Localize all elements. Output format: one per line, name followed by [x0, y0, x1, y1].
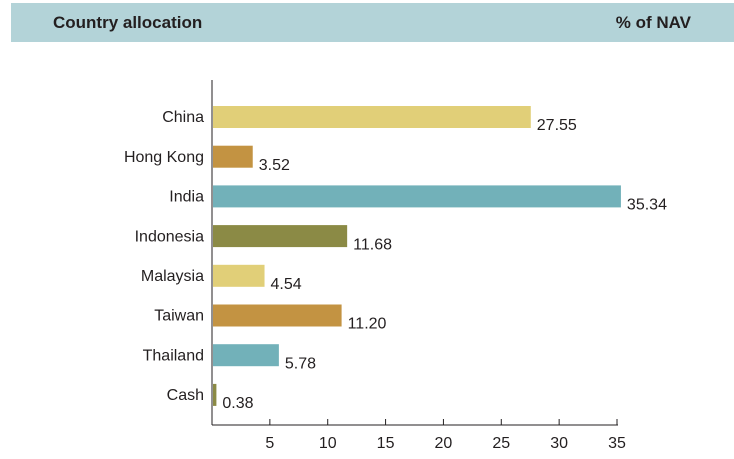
bar-indonesia: [213, 225, 348, 248]
value-label-thailand: 5.78: [285, 355, 316, 372]
value-label-indonesia: 11.68: [353, 236, 392, 253]
x-tick-label-5: 5: [265, 435, 274, 452]
bar-malaysia: [213, 264, 265, 287]
value-label-malaysia: 4.54: [271, 276, 302, 293]
category-label-taiwan: Taiwan: [154, 308, 204, 325]
bar-china: [213, 106, 531, 128]
x-tick-label-20: 20: [435, 435, 453, 452]
bar-taiwan: [213, 304, 342, 327]
value-label-china: 27.55: [537, 117, 577, 134]
x-tick-label-15: 15: [377, 435, 395, 452]
value-label-hong-kong: 3.52: [259, 157, 290, 174]
chart-title: Country allocation: [53, 13, 203, 32]
category-label-hong-kong: Hong Kong: [124, 149, 204, 166]
bar-hong-kong: [213, 145, 253, 168]
x-tick-label-30: 30: [550, 435, 568, 452]
category-label-thailand: Thailand: [143, 347, 204, 364]
value-label-cash: 0.38: [222, 395, 253, 412]
chart-header: Country allocation % of NAV: [11, 3, 734, 42]
x-tick-label-10: 10: [319, 435, 337, 452]
category-label-indonesia: Indonesia: [135, 228, 204, 245]
x-tick-label-25: 25: [492, 435, 510, 452]
category-label-cash: Cash: [167, 387, 204, 404]
value-label-india: 35.34: [627, 197, 667, 214]
x-tick-label-35: 35: [608, 435, 626, 452]
category-label-india: India: [169, 189, 204, 206]
category-label-malaysia: Malaysia: [141, 268, 204, 285]
bar-cash: [213, 383, 217, 406]
bar-thailand: [213, 344, 279, 367]
category-label-china: China: [162, 109, 204, 126]
value-label-taiwan: 11.20: [348, 316, 387, 333]
unit-label: % of NAV: [615, 13, 691, 32]
bar-india: [213, 185, 621, 208]
